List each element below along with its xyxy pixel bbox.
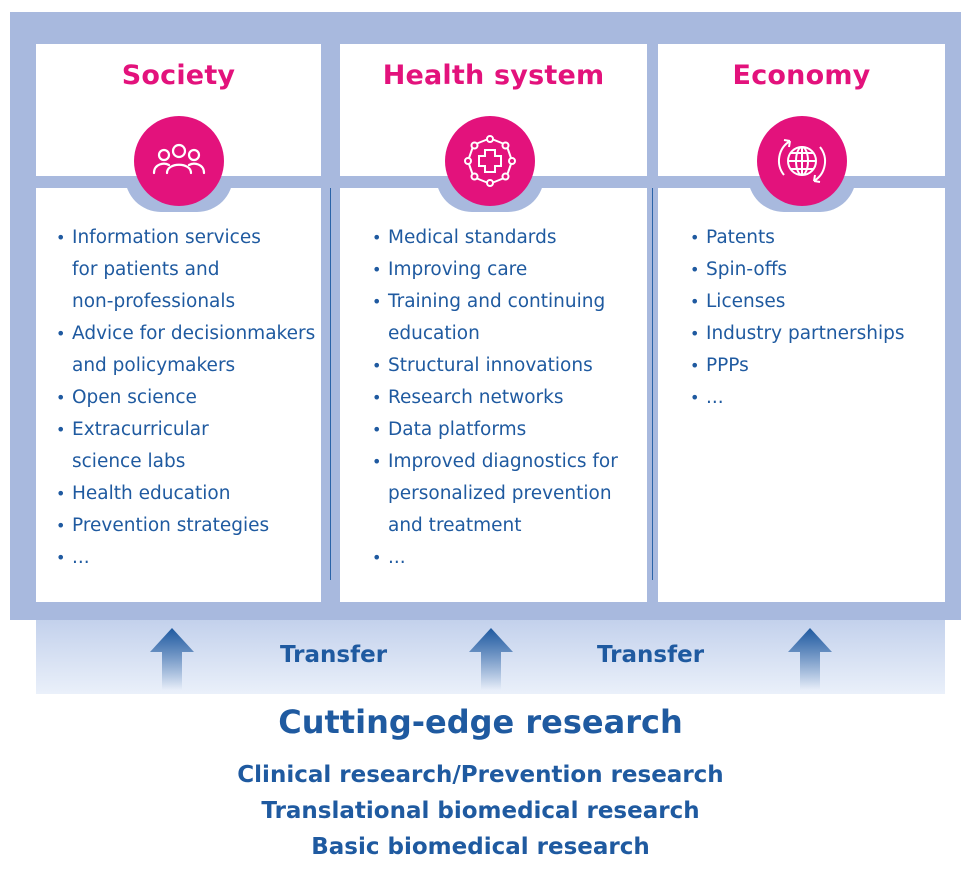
list-item: Research networks xyxy=(372,382,644,414)
medical-network-icon xyxy=(445,116,535,206)
list-item: Improving care xyxy=(372,254,644,286)
list-item: Advice for decisionmakers and policymake… xyxy=(56,318,318,382)
column-divider xyxy=(652,188,653,580)
economy-title: Economy xyxy=(732,60,871,91)
column-divider xyxy=(330,188,331,580)
transfer-label: Transfer xyxy=(280,642,388,668)
list-item: ... xyxy=(690,382,942,414)
list-item: Medical standards xyxy=(372,222,644,254)
list-item: Health education xyxy=(56,478,318,510)
health-system-title: Health system xyxy=(382,60,605,91)
transfer-label: Transfer xyxy=(597,642,705,668)
list-item: Training and continuing education xyxy=(372,286,644,350)
list-item: Structural innovations xyxy=(372,350,644,382)
people-icon xyxy=(134,116,224,206)
society-title: Society xyxy=(121,60,236,91)
research-line: Clinical research/Prevention research xyxy=(237,762,724,788)
research-line: Basic biomedical research xyxy=(311,834,650,860)
list-item: Open science xyxy=(56,382,318,414)
list-item: Patents xyxy=(690,222,942,254)
economy-list: Patents Spin-offs Licenses Industry part… xyxy=(690,222,942,414)
society-list: Information services for patients and no… xyxy=(56,222,318,574)
list-item: Data platforms xyxy=(372,414,644,446)
list-item: ... xyxy=(56,542,318,574)
globe-cycle-icon xyxy=(757,116,847,206)
list-item: Extracurricular science labs xyxy=(56,414,318,478)
research-line: Translational biomedical research xyxy=(261,798,700,824)
list-item: ... xyxy=(372,542,644,574)
health-system-list: Medical standards Improving care Trainin… xyxy=(372,222,644,574)
list-item: Spin-offs xyxy=(690,254,942,286)
foundation-title: Cutting-edge research xyxy=(278,703,683,741)
list-item: Licenses xyxy=(690,286,942,318)
up-arrow-icon xyxy=(469,628,513,690)
up-arrow-icon xyxy=(150,628,194,690)
list-item: Information services for patients and no… xyxy=(56,222,318,318)
list-item: Prevention strategies xyxy=(56,510,318,542)
list-item: Improved diagnostics for personalized pr… xyxy=(372,446,644,542)
up-arrow-icon xyxy=(788,628,832,690)
list-item: Industry partnerships xyxy=(690,318,942,350)
list-item: PPPs xyxy=(690,350,942,382)
